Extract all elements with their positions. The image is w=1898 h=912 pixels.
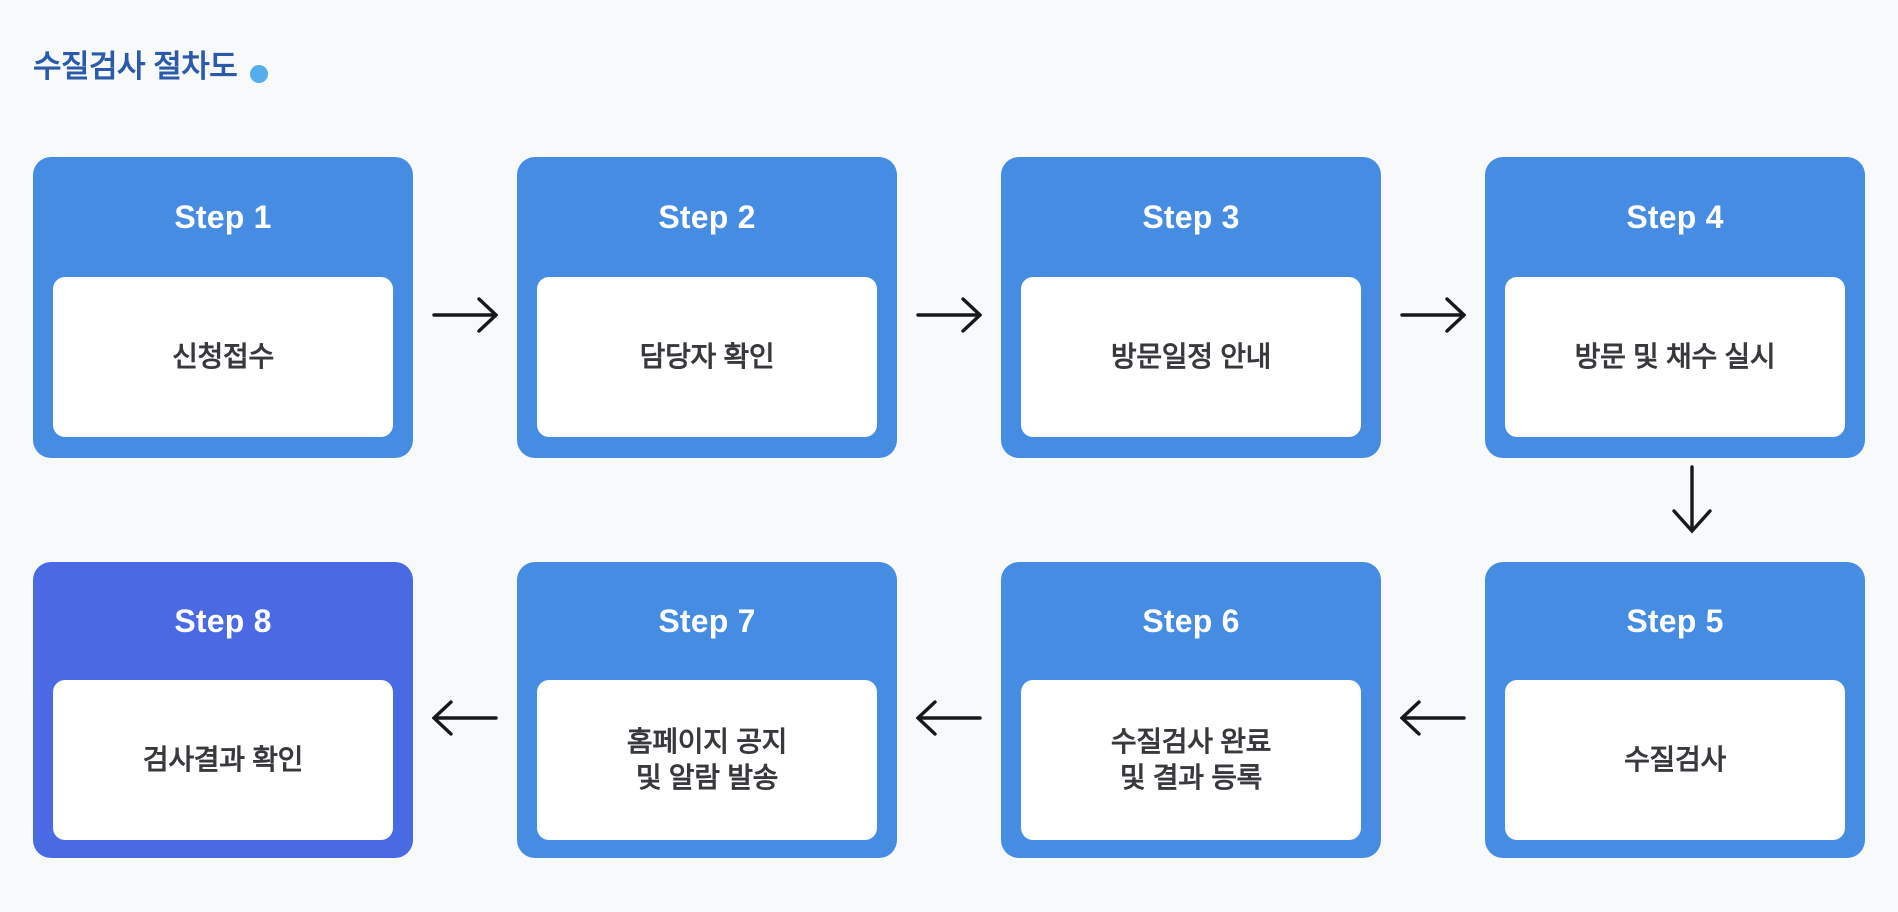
step-1-card: Step 1 신청접수 [33, 157, 413, 458]
step-7-card: Step 7 홈페이지 공지 및 알람 발송 [517, 562, 897, 858]
diagram-header: 수질검사 절차도 [33, 48, 269, 85]
step-label: Step 6 [1142, 602, 1240, 639]
arrow-right-icon [1400, 287, 1466, 343]
arrow-right-icon [916, 287, 982, 343]
arrow-left-icon [916, 690, 982, 746]
arrow-right-icon [432, 287, 498, 343]
step-description: 홈페이지 공지 및 알람 발송 [537, 680, 877, 840]
step-label: Step 4 [1626, 198, 1724, 235]
step-description: 방문일정 안내 [1021, 277, 1361, 437]
title-dot-icon [250, 65, 269, 84]
page-title: 수질검사 절차도 [33, 49, 238, 84]
arrow-left-icon [432, 690, 498, 746]
step-2-card: Step 2 담당자 확인 [517, 157, 897, 458]
step-description: 수질검사 완료 및 결과 등록 [1021, 680, 1361, 840]
arrow-down-icon [1664, 463, 1720, 535]
step-label: Step 3 [1142, 198, 1240, 235]
step-4-card: Step 4 방문 및 채수 실시 [1485, 157, 1865, 458]
step-label: Step 5 [1626, 602, 1724, 639]
step-description: 담당자 확인 [537, 277, 877, 437]
step-description: 수질검사 [1505, 680, 1845, 840]
step-label: Step 1 [174, 198, 272, 235]
arrow-left-icon [1400, 690, 1466, 746]
step-5-card: Step 5 수질검사 [1485, 562, 1865, 858]
step-6-card: Step 6 수질검사 완료 및 결과 등록 [1001, 562, 1381, 858]
step-label: Step 2 [658, 198, 756, 235]
step-label: Step 7 [658, 602, 756, 639]
step-description: 방문 및 채수 실시 [1505, 277, 1845, 437]
step-description: 신청접수 [53, 277, 393, 437]
step-8-card: Step 8 검사결과 확인 [33, 562, 413, 858]
step-label: Step 8 [174, 602, 272, 639]
step-description: 검사결과 확인 [53, 680, 393, 840]
step-3-card: Step 3 방문일정 안내 [1001, 157, 1381, 458]
